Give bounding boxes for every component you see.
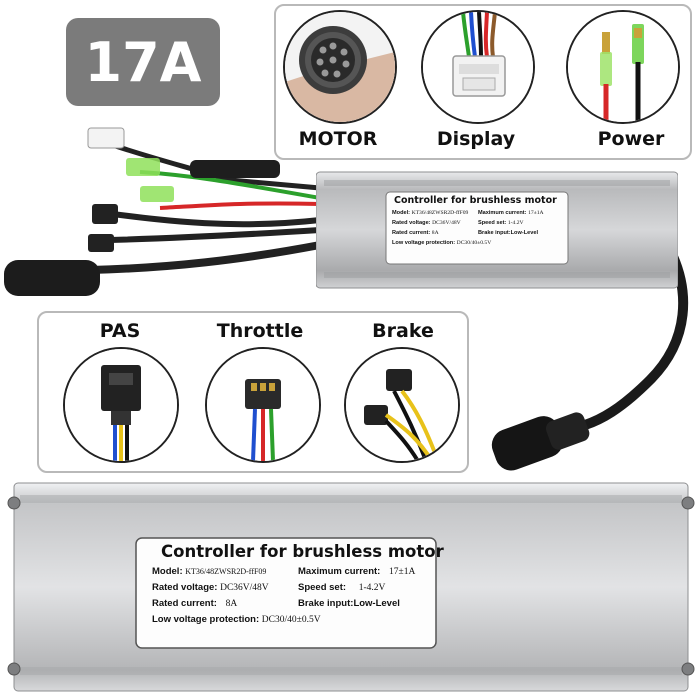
brake-label: Brake (372, 320, 434, 342)
large-rated-voltage-value: DC36V/48V (220, 583, 269, 593)
motor-connector-circle (283, 10, 397, 124)
display-connector-circle (421, 10, 535, 124)
large-rated-voltage-label: Rated voltage: (152, 582, 218, 593)
top-speed-set-label: Speed set: (478, 220, 507, 226)
harness-plugs (4, 127, 280, 296)
display-label: Display (436, 128, 516, 150)
display-cable-plug (488, 402, 598, 474)
wire-harness (89, 139, 689, 430)
brake-connector-circle (344, 347, 460, 463)
large-rated-current-value: 8A (225, 599, 238, 609)
throttle-plug-icon (207, 349, 319, 461)
top-model-label: Model: (392, 210, 411, 216)
motor-plug-icon (285, 12, 395, 122)
power-plug-icon (568, 12, 678, 122)
top-model-value: KT36/48ZWSR2D-ffF09 (411, 210, 469, 216)
top-low-voltage-label: Low voltage protection: (392, 240, 456, 246)
power-plug-shape-2 (140, 186, 174, 202)
top-brake-input-label: Brake input: (478, 230, 511, 236)
display-plug-icon (423, 12, 533, 122)
large-label-title: Controller for brushless motor (161, 542, 444, 561)
top-rated-voltage-label: Rated voltage: (392, 220, 431, 226)
power-label: Power (597, 128, 665, 150)
controller-large-view: Controller for brushless motor Model: KT… (6, 481, 696, 695)
large-max-current-value: 17±1A (389, 567, 416, 577)
brake-plug-icon (346, 349, 458, 461)
top-max-current-value: 17±1A (528, 210, 544, 216)
power-plug-shape-1 (126, 158, 160, 176)
large-rated-current-label: Rated current: (152, 598, 217, 609)
top-rated-current-value: 8A (431, 230, 439, 236)
top-rated-current-label: Rated current: (392, 230, 431, 236)
amperage-badge: 17A (66, 18, 220, 106)
top-label-title: Controller for brushless motor (394, 195, 557, 206)
controller-top-view: Controller for brushless motor Model: KT… (315, 170, 679, 290)
large-max-current-label: Maximum current: (298, 566, 381, 577)
top-brake-input-value: Low-Level (510, 230, 538, 236)
large-low-voltage-label: Low voltage protection: (152, 614, 260, 625)
pas-plug-shape (92, 204, 118, 224)
brake-plug-shape (88, 234, 114, 252)
top-rated-voltage-value: DC36V/48V (432, 220, 461, 226)
controller-top-label: Controller for brushless motor Model: KT… (386, 192, 568, 264)
top-low-voltage-value: DC30/40±0.5V (456, 240, 492, 246)
large-model-value: KT36/48ZWSR2D-ffF09 (185, 567, 267, 576)
power-connector-circle (566, 10, 680, 124)
throttle-label: Throttle (216, 320, 304, 342)
motor-label: MOTOR (298, 128, 378, 150)
large-speed-set-value: 1-4.2V (358, 583, 386, 593)
large-brake-input-label: Brake input: (298, 598, 354, 609)
pas-plug-icon (65, 349, 177, 461)
pas-label: PAS (99, 320, 141, 342)
motor-plug-shape (4, 260, 100, 296)
large-speed-set-label: Speed set: (298, 582, 347, 593)
controller-large-label: Controller for brushless motor Model: KT… (136, 538, 444, 648)
large-brake-input-value: Low-Level (353, 598, 400, 609)
throttle-connector-circle (205, 347, 321, 463)
large-model-label: Model: (152, 566, 183, 577)
large-low-voltage-value: DC30/40±0.5V (261, 615, 321, 625)
pas-connector-circle (63, 347, 179, 463)
top-max-current-label: Maximum current: (478, 210, 527, 216)
top-speed-set-value: 1-4.2V (507, 220, 524, 226)
display-plug-shape (87, 127, 125, 149)
